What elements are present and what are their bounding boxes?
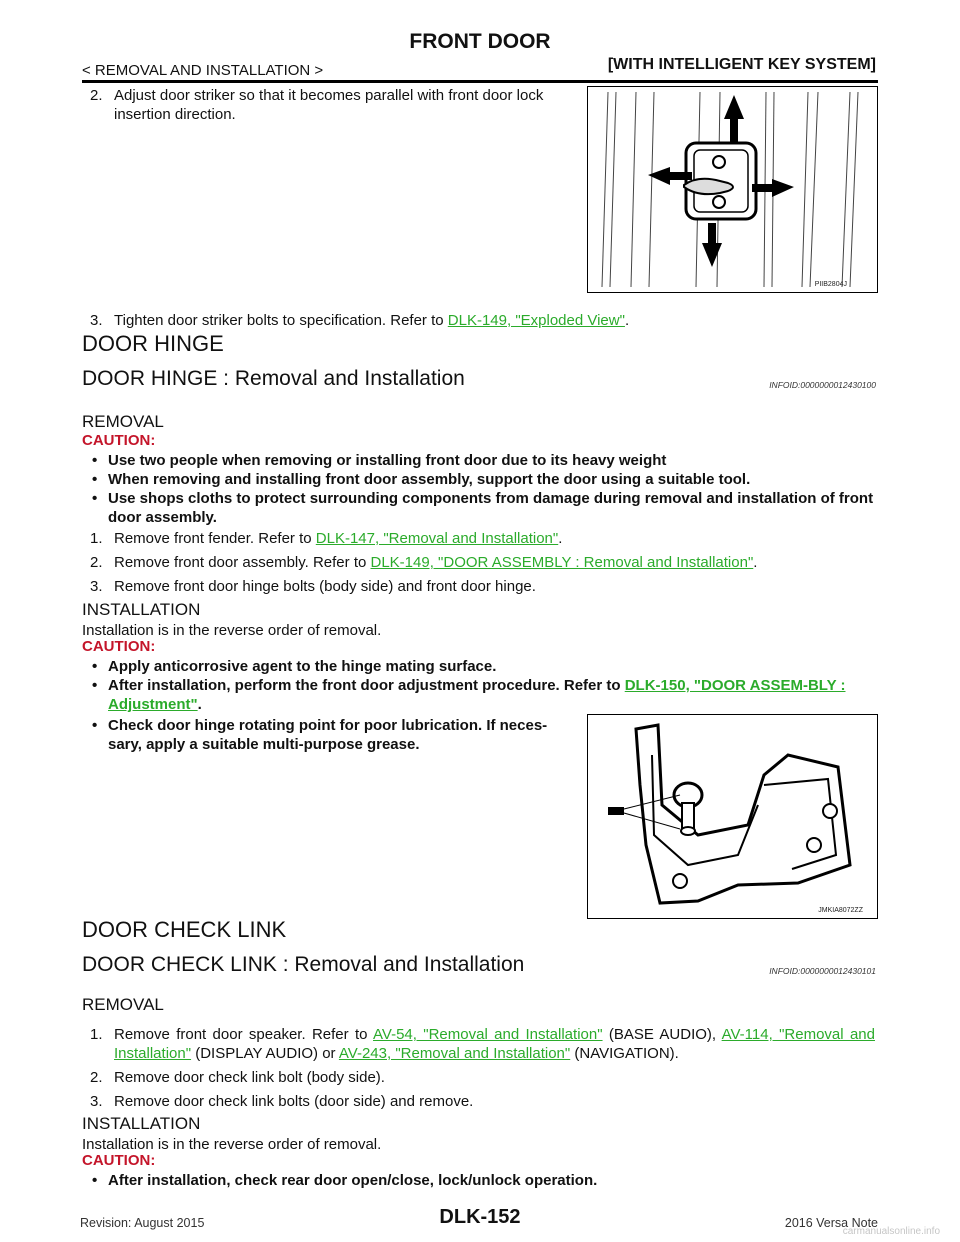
door-check-link-subheading: DOOR CHECK LINK : Removal and Installati… <box>82 953 525 976</box>
hinge-removal-step-2: 2. Remove front door assembly. Refer to … <box>90 554 758 571</box>
header-rule <box>82 80 878 83</box>
caution-label: CAUTION: <box>82 432 156 449</box>
install-caution-item: • After installation, perform the front … <box>92 677 846 713</box>
checklink-caution-item: • After installation, check rear door op… <box>92 1172 598 1189</box>
door-hinge-heading: DOOR HINGE <box>82 331 224 356</box>
installation-title: INSTALLATION <box>82 600 201 619</box>
page-number: DLK-152 <box>439 1206 521 1228</box>
exploded-view-link[interactable]: DLK-149, "Exploded View" <box>447 312 625 329</box>
vehicle-model: 2016 Versa Note <box>784 1216 878 1230</box>
door-hinge-illustration <box>608 723 852 905</box>
checklink-removal-step-3: 3. Remove door check link bolts (door si… <box>90 1093 474 1110</box>
door-hinge-subheading: DOOR HINGE : Removal and Installation <box>82 367 465 390</box>
av-243-link[interactable]: AV-243, "Removal and Installation" <box>338 1045 571 1062</box>
caution-item: • When removing and installing front doo… <box>92 471 751 488</box>
figure-code: PIIB2804J <box>814 281 847 288</box>
page-title: FRONT DOOR <box>409 30 551 53</box>
removal-title: REMOVAL <box>82 995 164 1014</box>
infoid: INFOID:0000000012430101 <box>769 966 876 976</box>
caution-item: • Use shops cloths to protect surroundin… <box>92 490 874 526</box>
door-adjustment-link[interactable]: DLK-150, "DOOR ASSEM-BLY : Adjustment" <box>108 677 846 713</box>
step-number: 2. <box>90 87 103 104</box>
door-hinge-figure: JMKIA8072ZZ <box>587 714 878 919</box>
revision-date: Revision: August 2015 <box>80 1216 205 1230</box>
door-check-link-heading: DOOR CHECK LINK <box>82 917 287 942</box>
watermark: carmanualsonline.info <box>842 1226 940 1237</box>
front-fender-link[interactable]: DLK-147, "Removal and Installation" <box>315 530 559 547</box>
striker-step-3: 3. Tighten door striker bolts to specifi… <box>90 312 630 329</box>
install-caution-item: • Apply anticorrosive agent to the hinge… <box>92 658 497 675</box>
removal-title: REMOVAL <box>82 412 164 431</box>
installation-title: INSTALLATION <box>82 1114 201 1133</box>
av-54-link[interactable]: AV-54, "Removal and Installation" <box>373 1026 603 1043</box>
hinge-removal-step-3: 3. Remove front door hinge bolts (body s… <box>90 578 536 595</box>
figure-code: JMKIA8072ZZ <box>818 907 863 914</box>
step-text: Adjust door striker so that it becomes p… <box>114 87 544 123</box>
door-striker-illustration <box>601 91 859 288</box>
caution-label: CAUTION: <box>82 1152 156 1169</box>
checklink-removal-step-1: 1. Remove front door speaker. Refer to A… <box>90 1026 875 1062</box>
striker-step-2: 2. Adjust door striker so that it become… <box>90 86 580 124</box>
hinge-removal-step-1: 1. Remove front fender. Refer to DLK-147… <box>90 530 563 547</box>
installation-text: Installation is in the reverse order of … <box>82 1136 382 1153</box>
infoid: INFOID:0000000012430100 <box>769 380 876 390</box>
checklink-removal-step-2: 2. Remove door check link bolt (body sid… <box>90 1069 385 1086</box>
step-text: Tighten door striker bolts to specificat… <box>114 312 444 329</box>
caution-item: • Use two people when removing or instal… <box>92 452 667 469</box>
step-number: 3. <box>90 312 103 329</box>
caution-label: CAUTION: <box>82 638 156 655</box>
install-caution-item: • Check door hinge rotating point for po… <box>92 717 548 753</box>
door-striker-figure: PIIB2804J <box>587 86 878 293</box>
av-114-link[interactable]: AV-114, "Removal and Installation" <box>114 1026 875 1062</box>
door-assembly-link[interactable]: DLK-149, "DOOR ASSEMBLY : Removal and In… <box>370 554 754 571</box>
installation-text: Installation is in the reverse order of … <box>82 622 382 639</box>
section-breadcrumb: < REMOVAL AND INSTALLATION > <box>82 62 324 79</box>
variant-label: [WITH INTELLIGENT KEY SYSTEM] <box>607 56 876 73</box>
